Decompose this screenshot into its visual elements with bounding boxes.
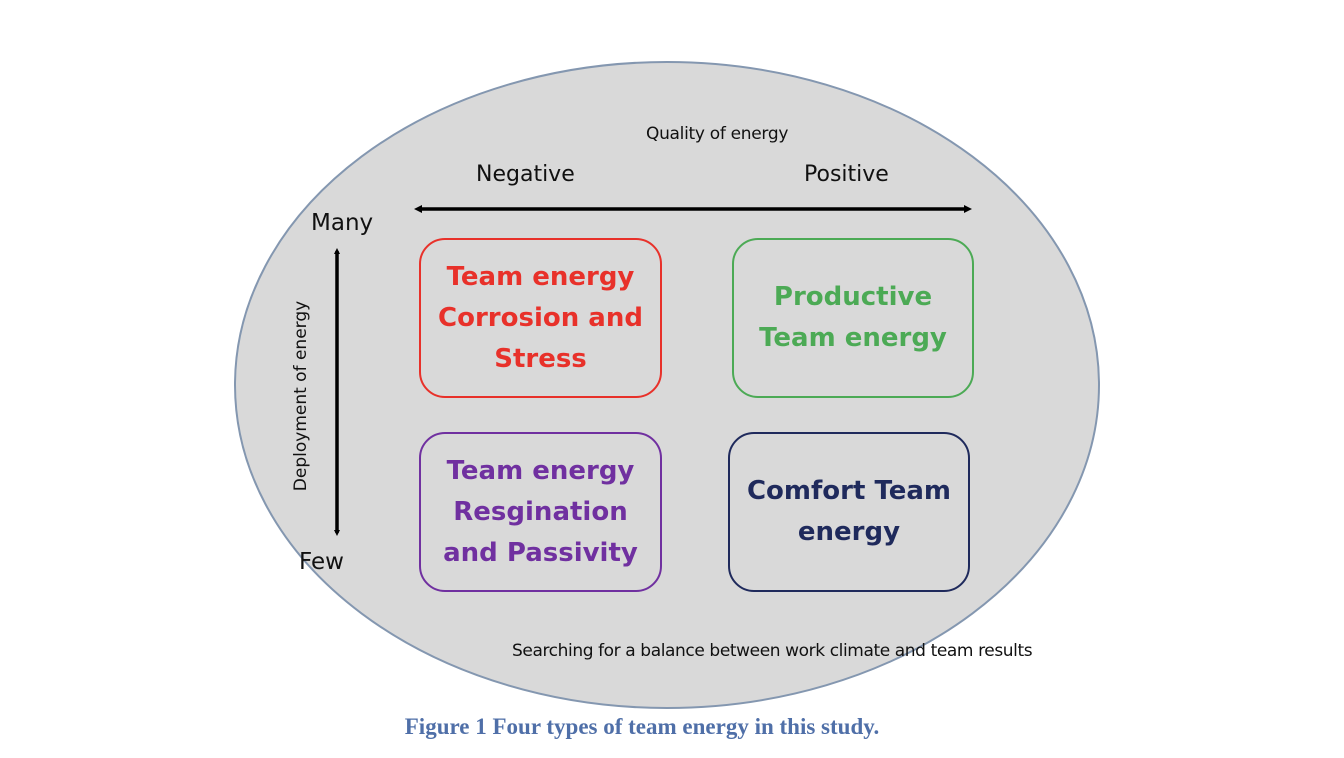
- quadrant-comfort: Comfort Team energy: [728, 432, 970, 592]
- quadrant-resignation-passivity-text: Team energy Resgination and Passivity: [443, 455, 638, 568]
- quadrant-resignation-passivity: Team energy Resgination and Passivity: [419, 432, 662, 592]
- deployment-axis-title: Deployment of energy: [291, 300, 311, 492]
- few-label: Few: [299, 549, 344, 575]
- quality-axis-title: Quality of energy: [646, 124, 789, 144]
- quadrant-corrosion-stress: Team energy Corrosion and Stress: [419, 238, 662, 398]
- quadrant-comfort-text: Comfort Team energy: [746, 476, 952, 547]
- balance-label: Searching for a balance between work cli…: [512, 641, 1033, 661]
- many-label: Many: [311, 210, 374, 236]
- figure-caption: Figure 1 Four types of team energy in th…: [404, 714, 880, 739]
- quadrant-corrosion-stress-text: Team energy Corrosion and Stress: [438, 261, 643, 374]
- quadrant-productive-text: Productive Team energy: [759, 282, 947, 353]
- negative-label: Negative: [476, 162, 575, 187]
- quadrant-productive: Productive Team energy: [732, 238, 974, 398]
- positive-label: Positive: [804, 162, 889, 187]
